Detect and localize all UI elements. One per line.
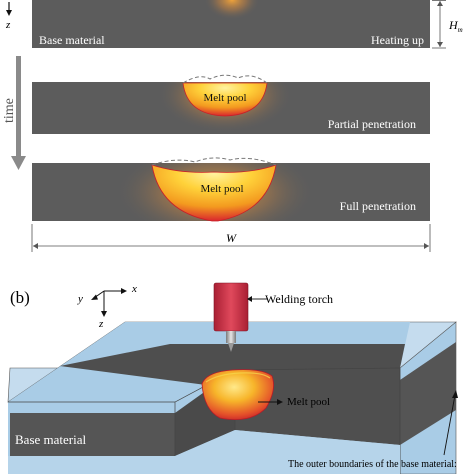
melt-pool-annotation: Melt pool bbox=[258, 396, 330, 408]
axis-z-a: z bbox=[5, 2, 12, 31]
time-arrow: time bbox=[2, 56, 26, 170]
torch-body bbox=[213, 282, 249, 332]
core-front-left bbox=[10, 413, 175, 456]
core-front-right bbox=[235, 368, 400, 445]
axes-b: x y z bbox=[77, 283, 137, 330]
boundary-note: The outer boundaries of the base materia… bbox=[288, 390, 458, 470]
surface-dash-3 bbox=[151, 157, 277, 166]
torch-nozzle bbox=[226, 331, 236, 343]
partial-penetration-label: Partial penetration bbox=[328, 117, 416, 131]
panel-a: z Base material Heating up Hm tim bbox=[2, 0, 463, 252]
base-material-label-b: Base material bbox=[15, 432, 86, 447]
melt-pool-3d bbox=[201, 369, 274, 421]
axis-y-label-b: y bbox=[77, 293, 83, 305]
heat-spot bbox=[204, 0, 260, 20]
full-penetration-label: Full penetration bbox=[340, 199, 416, 213]
right-core bbox=[400, 342, 456, 445]
melt-pool-label-3: Melt pool bbox=[200, 183, 243, 195]
melt-pool-label-b: Melt pool bbox=[287, 396, 330, 408]
welding-torch: Welding torch bbox=[213, 282, 333, 352]
bottom-outer bbox=[8, 430, 400, 474]
heating-up-label: Heating up bbox=[371, 33, 424, 47]
surface-dash-2 bbox=[182, 74, 268, 84]
axis-z-label-b: z bbox=[98, 318, 104, 330]
torch-tip bbox=[228, 343, 234, 352]
base-material-label-a: Base material bbox=[39, 33, 105, 47]
workpiece-3d bbox=[7, 321, 457, 474]
welding-torch-label: Welding torch bbox=[265, 292, 333, 306]
width-dimension: W bbox=[31, 224, 431, 252]
stage-heating-up: Base material Heating up bbox=[32, 0, 430, 48]
axis-z-label-a: z bbox=[5, 19, 11, 31]
height-dimension: Hm bbox=[432, 0, 463, 49]
melt-pool-2 bbox=[182, 82, 268, 117]
stage-partial-penetration: Melt pool Partial penetration bbox=[32, 74, 430, 134]
axis-x-label-b: x bbox=[131, 283, 137, 295]
melt-pool-label-2: Melt pool bbox=[203, 92, 246, 104]
melt-pool-3 bbox=[151, 164, 277, 222]
time-label: time bbox=[2, 98, 17, 123]
stage-full-penetration: Melt pool Full penetration bbox=[32, 157, 430, 222]
panel-b-label: (b) bbox=[10, 288, 30, 307]
panel-b: (b) x y z bbox=[7, 282, 458, 474]
width-label: W bbox=[226, 231, 237, 245]
boundary-note-label: The outer boundaries of the base materia… bbox=[288, 459, 457, 470]
height-label: Hm bbox=[448, 18, 463, 34]
